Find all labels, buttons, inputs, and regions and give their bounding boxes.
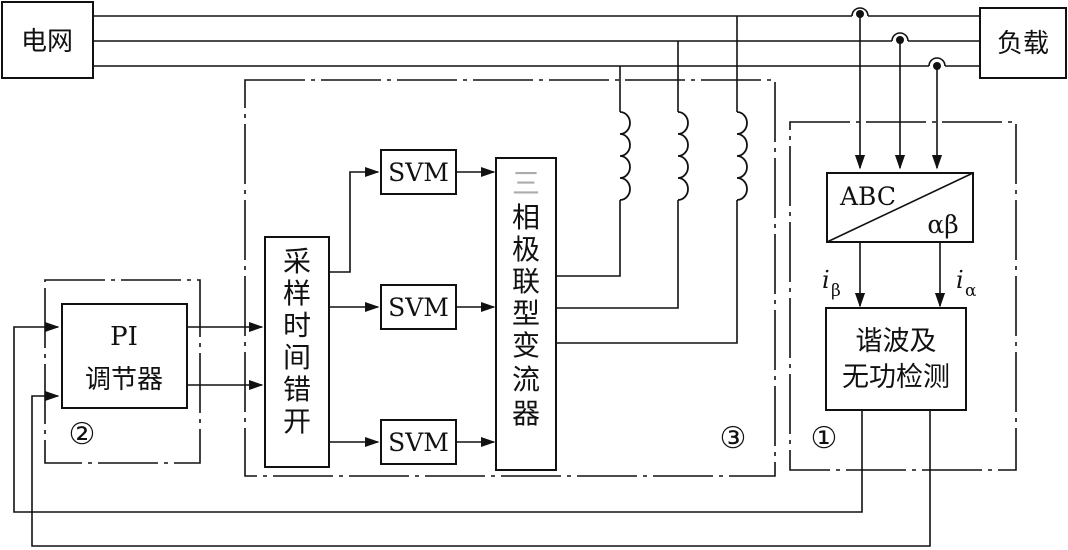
detection-label-1: 谐波及 (856, 326, 937, 357)
region-3-label: ③ (720, 421, 747, 456)
svm-block-3: SVM (380, 419, 457, 465)
converter-char-8: 器 (512, 397, 540, 430)
three-phase-lines (93, 7, 980, 67)
grid-label: 电网 (21, 27, 73, 57)
feedback-path-1 (13, 321, 863, 513)
abc-label: ABC (839, 182, 896, 211)
cascaded-converter-block: 三 相 极 联 型 变 流 器 (495, 157, 557, 471)
svm-3-label: SVM (388, 428, 449, 457)
i-alpha-subscript: α (965, 281, 977, 301)
region-border-2 (44, 279, 201, 464)
converter-char-6: 变 (512, 329, 540, 362)
region-2-label: ② (69, 417, 96, 452)
detection-label-2: 无功检测 (842, 362, 950, 393)
feedback-path-2 (31, 390, 931, 547)
i-beta-label: i (822, 266, 830, 294)
sampling-char-6: 开 (283, 405, 311, 438)
region-1-label: ① (811, 421, 838, 456)
load-block: 负载 (979, 7, 1067, 79)
sampling-char-3: 时 (283, 309, 311, 342)
i-beta-subscript: β (831, 281, 841, 301)
pi-label: PI (110, 322, 138, 352)
sampling-char-1: 采 (283, 245, 311, 278)
abc-alphabeta-transform-block: ABC αβ (826, 172, 974, 243)
converter-char-5: 型 (512, 297, 540, 330)
sampling-char-5: 错 (283, 373, 311, 406)
svm-block-1: SVM (380, 149, 457, 195)
converter-char-1: 三 (512, 167, 540, 200)
converter-char-3: 极 (512, 233, 540, 266)
sampling-stagger-block: 采 样 时 间 错 开 (264, 236, 330, 468)
converter-char-7: 流 (512, 363, 540, 396)
to-svm-1 (329, 166, 380, 273)
alphabeta-label: αβ (927, 210, 958, 239)
i-alpha-label: i (956, 266, 964, 294)
sampling-char-2: 样 (283, 277, 311, 310)
sampling-char-4: 间 (283, 341, 311, 374)
svm-1-label: SVM (388, 158, 449, 187)
converter-char-2: 相 (512, 201, 540, 234)
region-border-3 (244, 79, 776, 477)
svm-2-label: SVM (388, 293, 449, 322)
filter-inductors (556, 16, 748, 344)
region-border-1 (789, 121, 1017, 471)
load-label: 负载 (997, 29, 1049, 59)
pi-regulator-block: PI 调节器 (61, 303, 188, 409)
pi-regulator-label: 调节器 (85, 365, 163, 395)
grid-block: 电网 (1, 1, 94, 79)
harmonic-reactive-detection-block: 谐波及 无功检测 (825, 307, 967, 411)
svm-block-2: SVM (380, 284, 457, 330)
current-sensing-taps (854, 10, 943, 170)
converter-char-4: 联 (512, 265, 540, 298)
